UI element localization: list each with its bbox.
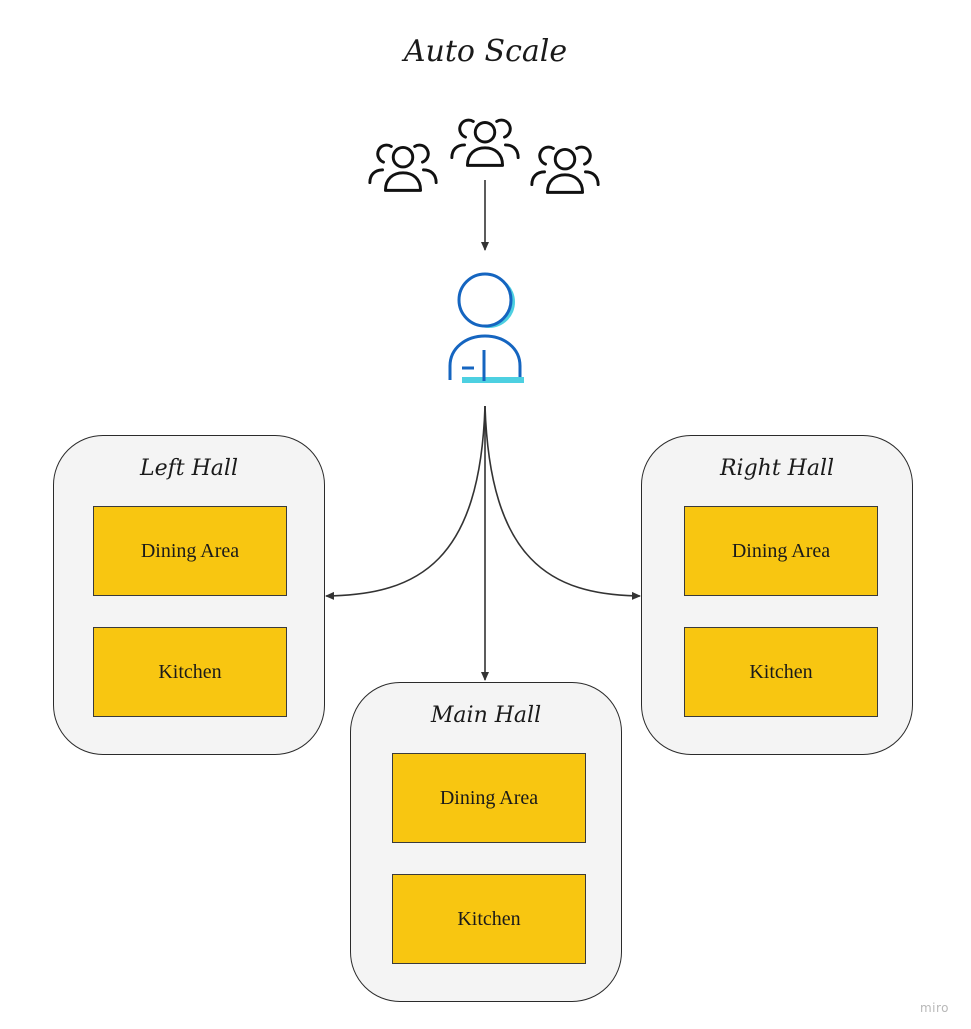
right-hall: Right Hall Dining Area Kitchen xyxy=(641,435,913,755)
users-group-icon xyxy=(368,118,600,194)
left-hall: Left Hall Dining Area Kitchen xyxy=(53,435,325,755)
main-hall-title: Main Hall xyxy=(430,703,542,728)
miro-watermark: miro xyxy=(919,1001,949,1015)
main-hall-dining-area: Dining Area xyxy=(392,753,586,843)
left-hall-kitchen: Kitchen xyxy=(93,627,287,717)
right-hall-kitchen: Kitchen xyxy=(684,627,878,717)
arrow-host-to-right-hall xyxy=(484,405,641,600)
left-hall-dining-area: Dining Area xyxy=(93,506,287,596)
right-hall-dining-area: Dining Area xyxy=(684,506,878,596)
right-hall-title: Right Hall xyxy=(719,456,835,481)
diagram-title: Auto Scale xyxy=(403,34,568,69)
host-person-icon xyxy=(448,272,524,383)
left-hall-title: Left Hall xyxy=(140,456,238,481)
arrow-host-to-left-hall xyxy=(325,405,486,600)
main-hall: Main Hall Dining Area Kitchen xyxy=(350,682,622,1002)
main-hall-kitchen: Kitchen xyxy=(392,874,586,964)
